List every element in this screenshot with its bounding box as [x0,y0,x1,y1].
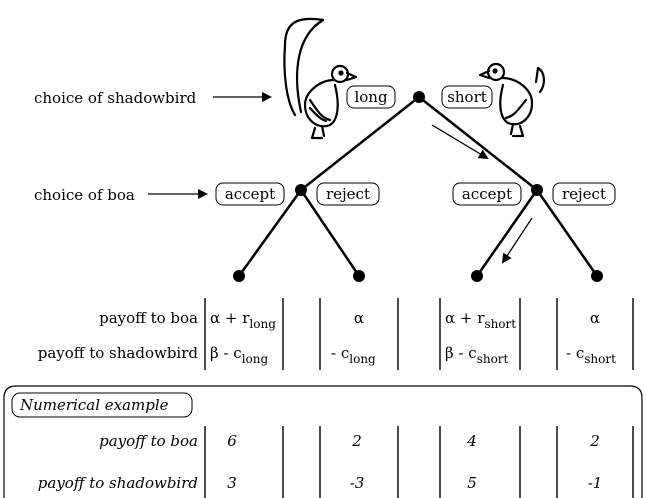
long-tailed-bird-icon [283,17,358,140]
terminal-node-1 [233,270,245,282]
move-accept-label-1: accept [225,185,275,203]
path-arrow-short [431,124,489,160]
numerical-example-frame [3,385,643,498]
move-reject-label-1: reject [326,185,370,203]
edge-long-reject [299,189,361,277]
choice-shadowbird-label: choice of shadowbird [34,89,197,107]
move-reject-label-2: reject [562,185,606,203]
example-boa-value-1: 6 [227,432,237,450]
edge-short-accept [475,189,539,277]
example-dividers [204,426,634,498]
shadowbird-payoff-2: - clong [331,344,376,366]
payoff-dividers [204,298,634,370]
example-shadowbird-value-4: -1 [588,474,603,492]
example-boa-value-2: 2 [351,432,362,450]
shadowbird-payoff-4: - cshort [566,344,616,366]
choice-boa-label: choice of boa [34,186,135,204]
move-box-reject-1 [316,182,380,206]
numerical-example-title: Numerical example [19,396,169,414]
payoff-boa-row-label: payoff to boa [99,309,198,327]
shadowbird-payoff-1: β - clong [210,344,268,366]
move-box-accept-2 [452,182,522,206]
numerical-example-title-box [11,392,193,418]
terminal-node-2 [353,270,365,282]
root-node [413,91,425,103]
move-accept-label-2: accept [462,185,512,203]
tree-edges [237,96,599,277]
example-boa-value-3: 4 [466,432,477,450]
boa-payoff-2: α [354,309,364,327]
boa-payoff-4: α [590,309,600,327]
boa-payoff-3: α + rshort [445,309,516,331]
edge-short-reject [535,189,599,277]
move-long-label: long [354,88,387,106]
move-box-long [346,85,396,109]
example-shadowbird-value-2: -3 [350,474,365,492]
edge-short [418,96,538,191]
terminal-node-4 [591,270,603,282]
short-tailed-bird-icon [478,62,545,138]
edge-long [300,96,420,191]
terminal-node-3 [471,270,483,282]
tree-nodes [233,91,603,282]
example-boa-value-4: 2 [589,432,600,450]
edge-long-accept [237,189,303,277]
shadowbird-payoff-3: β - cshort [445,344,509,366]
boa-node-short [531,184,543,196]
move-box-reject-2 [552,182,616,206]
boa-payoff-1: α + rlong [210,309,276,331]
payoff-shadowbird-row-label: payoff to shadowbird [38,344,199,362]
example-shadowbird-row-label: payoff to shadowbird [38,474,198,492]
move-box-accept-1 [215,182,285,206]
move-box-short [441,85,493,109]
boa-node-long [295,184,307,196]
path-arrow-accept [501,217,533,264]
move-short-label: short [447,88,487,106]
example-shadowbird-value-1: 3 [227,474,237,492]
example-shadowbird-value-3: 5 [467,474,477,492]
example-boa-row-label: payoff to boa [99,432,198,450]
